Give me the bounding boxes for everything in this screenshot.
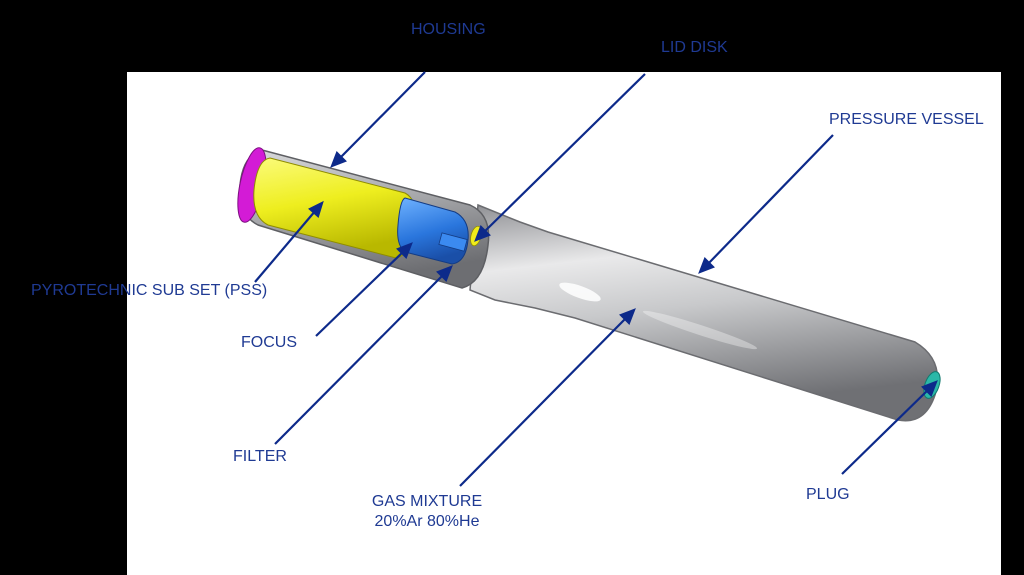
pressure-vessel-label: PRESSURE VESSEL [829,111,984,128]
pss-label: PYROTECHNIC SUB SET (PSS) [31,282,268,299]
lid-disk-label: LID DISK [661,39,728,56]
focus-shape [397,197,469,265]
filter-arrow [274,265,453,445]
gas-mixture-arrow [459,308,636,487]
plug-arrow [841,380,938,475]
pressure-vessel-arrow [698,134,834,274]
gas-mixture-ratio: 20%Ar 80%He [374,513,480,530]
gas-mixture-title: GAS MIXTURE [371,493,483,510]
housing-label: HOUSING [411,21,486,38]
focus-arrow [315,242,413,337]
gas-mixture-label: GAS MIXTURE 20%Ar 80%He [352,492,502,532]
plug-label: PLUG [806,486,850,503]
filter-label: FILTER [233,448,287,465]
pss-arrow [254,200,324,283]
pressure-vessel-shape [469,203,939,422]
housing-arrow [330,71,426,168]
focus-label: FOCUS [241,334,297,351]
lid-disk-arrow [474,73,646,242]
